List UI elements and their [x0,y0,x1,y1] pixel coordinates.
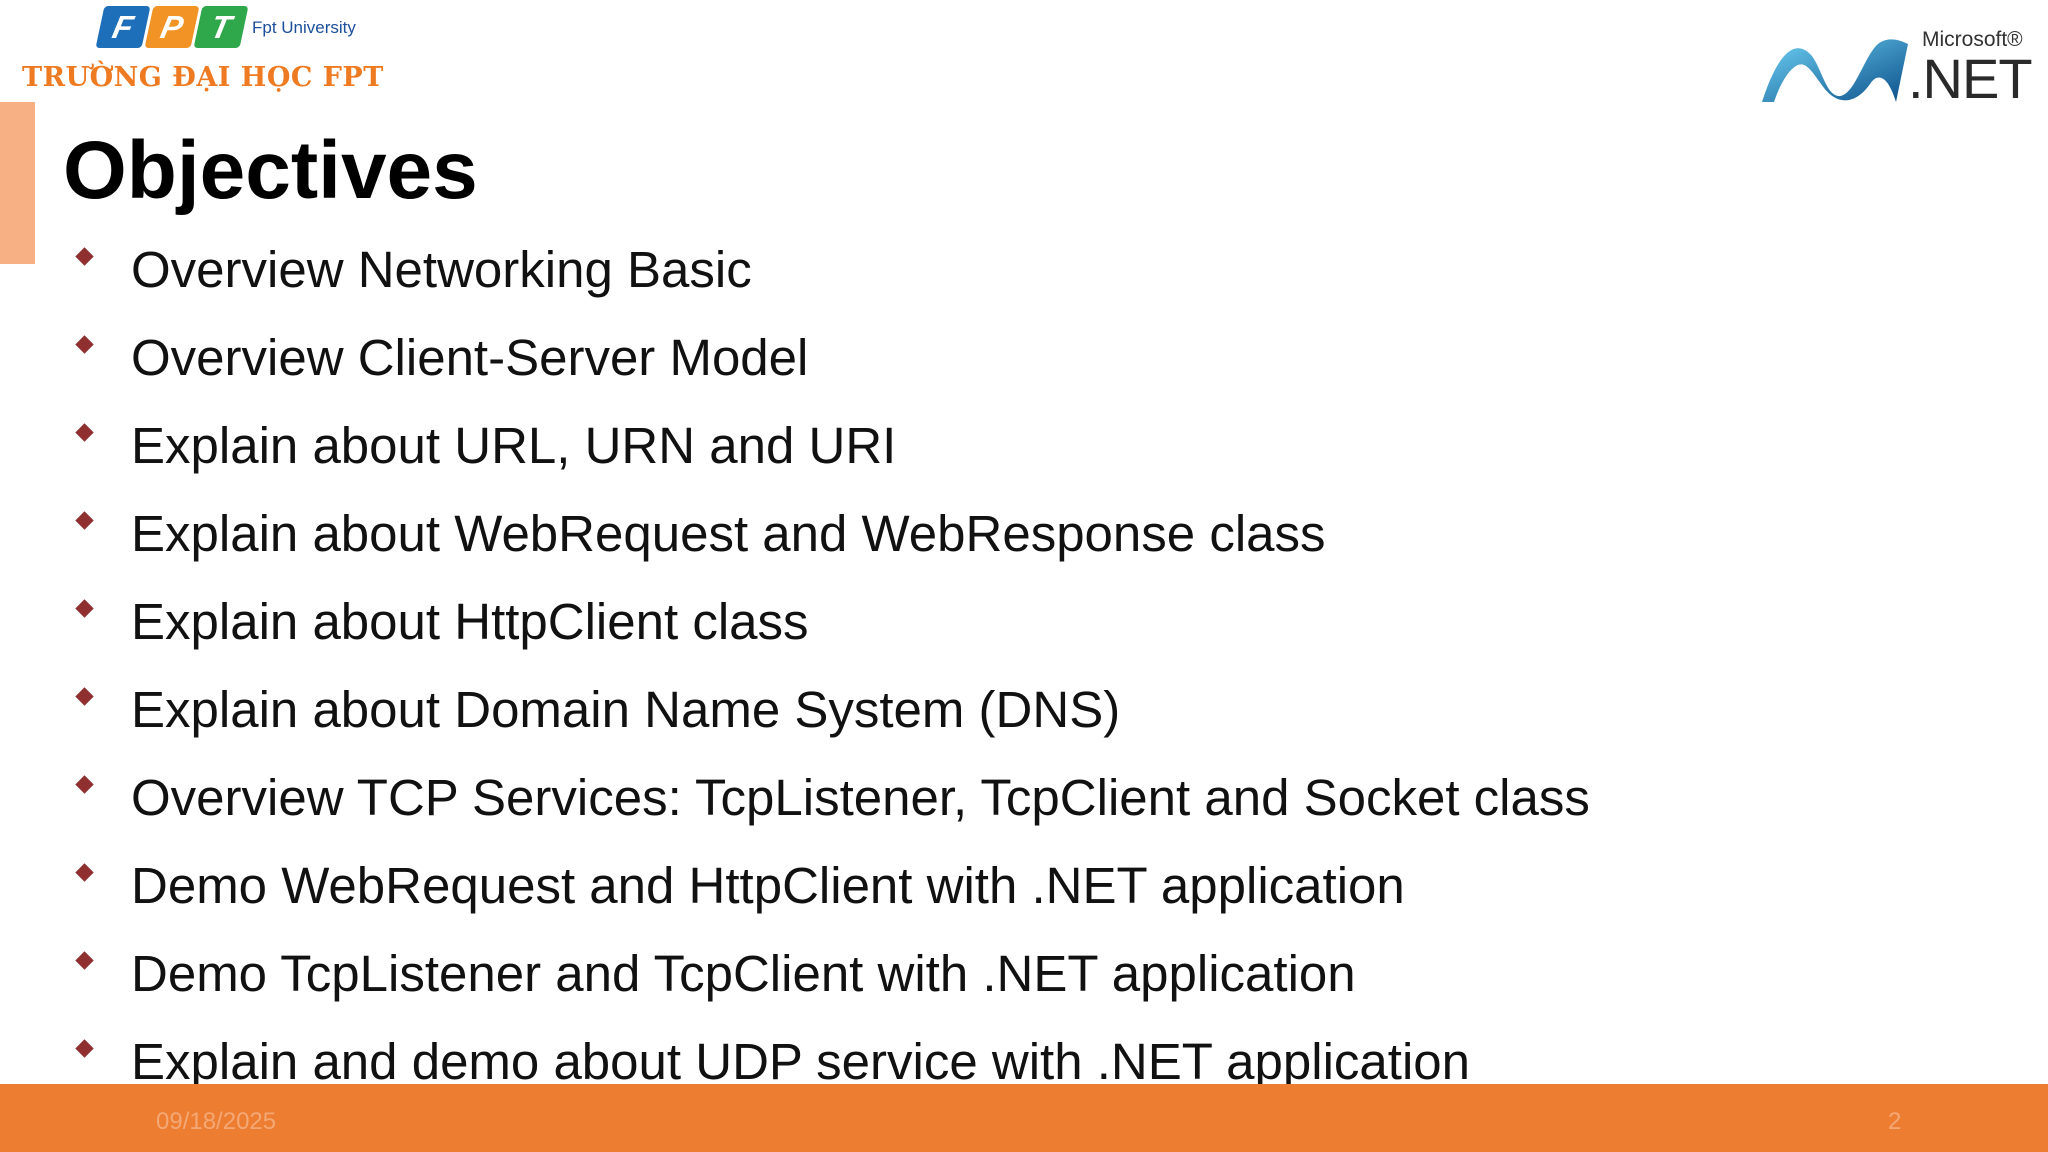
fpt-letter-f: F [95,6,151,48]
footer-bar: 09/18/2025 2 [0,1084,2048,1152]
title-accent-bar [0,102,35,264]
diamond-bullet-icon [75,511,94,530]
objective-text: Demo TcpListener and TcpClient with .NET… [131,945,1356,1002]
diamond-bullet-icon [75,951,94,970]
diamond-bullet-icon [75,1039,94,1058]
diamond-bullet-icon [75,687,94,706]
microsoft-label: Microsoft® [1922,28,2023,51]
diamond-bullet-icon [75,863,94,882]
objective-text: Explain about URL, URN and URI [131,417,897,474]
fpt-letter-p: P [144,6,200,48]
objective-text: Demo WebRequest and HttpClient with .NET… [131,857,1405,914]
objective-text: Explain about WebRequest and WebResponse… [131,505,1326,562]
slide-page-number: 2 [1888,1108,1902,1135]
diamond-bullet-icon [75,599,94,618]
dotnet-label: .NET [1908,47,2033,110]
dotnet-logo: Microsoft® .NET [1760,28,2033,110]
dotnet-wave-icon [1762,39,1908,102]
objective-text: Overview Networking Basic [131,241,752,298]
fpt-letter-boxes: F P T [95,6,249,48]
objective-text: Overview Client-Server Model [131,329,809,386]
objective-text: Explain and demo about UDP service with … [131,1033,1470,1090]
footer-date: 09/18/2025 [156,1108,277,1135]
diamond-bullet-icon [75,423,94,442]
diamond-bullet-icon [75,775,94,794]
objective-text: Overview TCP Services: TcpListener, TcpC… [131,769,1590,826]
fpt-university-label: Fpt University [252,18,356,37]
objective-text: Explain about Domain Name System (DNS) [131,681,1121,738]
diamond-bullet-icon [75,247,94,266]
objective-text: Explain about HttpClient class [131,593,809,650]
fpt-school-name: TRƯỜNG ĐẠI HỌC FPT [22,62,384,93]
diamond-bullet-icon [75,335,94,354]
slide-title: Objectives [63,125,478,216]
fpt-letter-t: T [193,6,249,48]
fpt-university-logo: F P T Fpt University TRƯỜNG ĐẠI HỌC FPT [20,4,383,100]
